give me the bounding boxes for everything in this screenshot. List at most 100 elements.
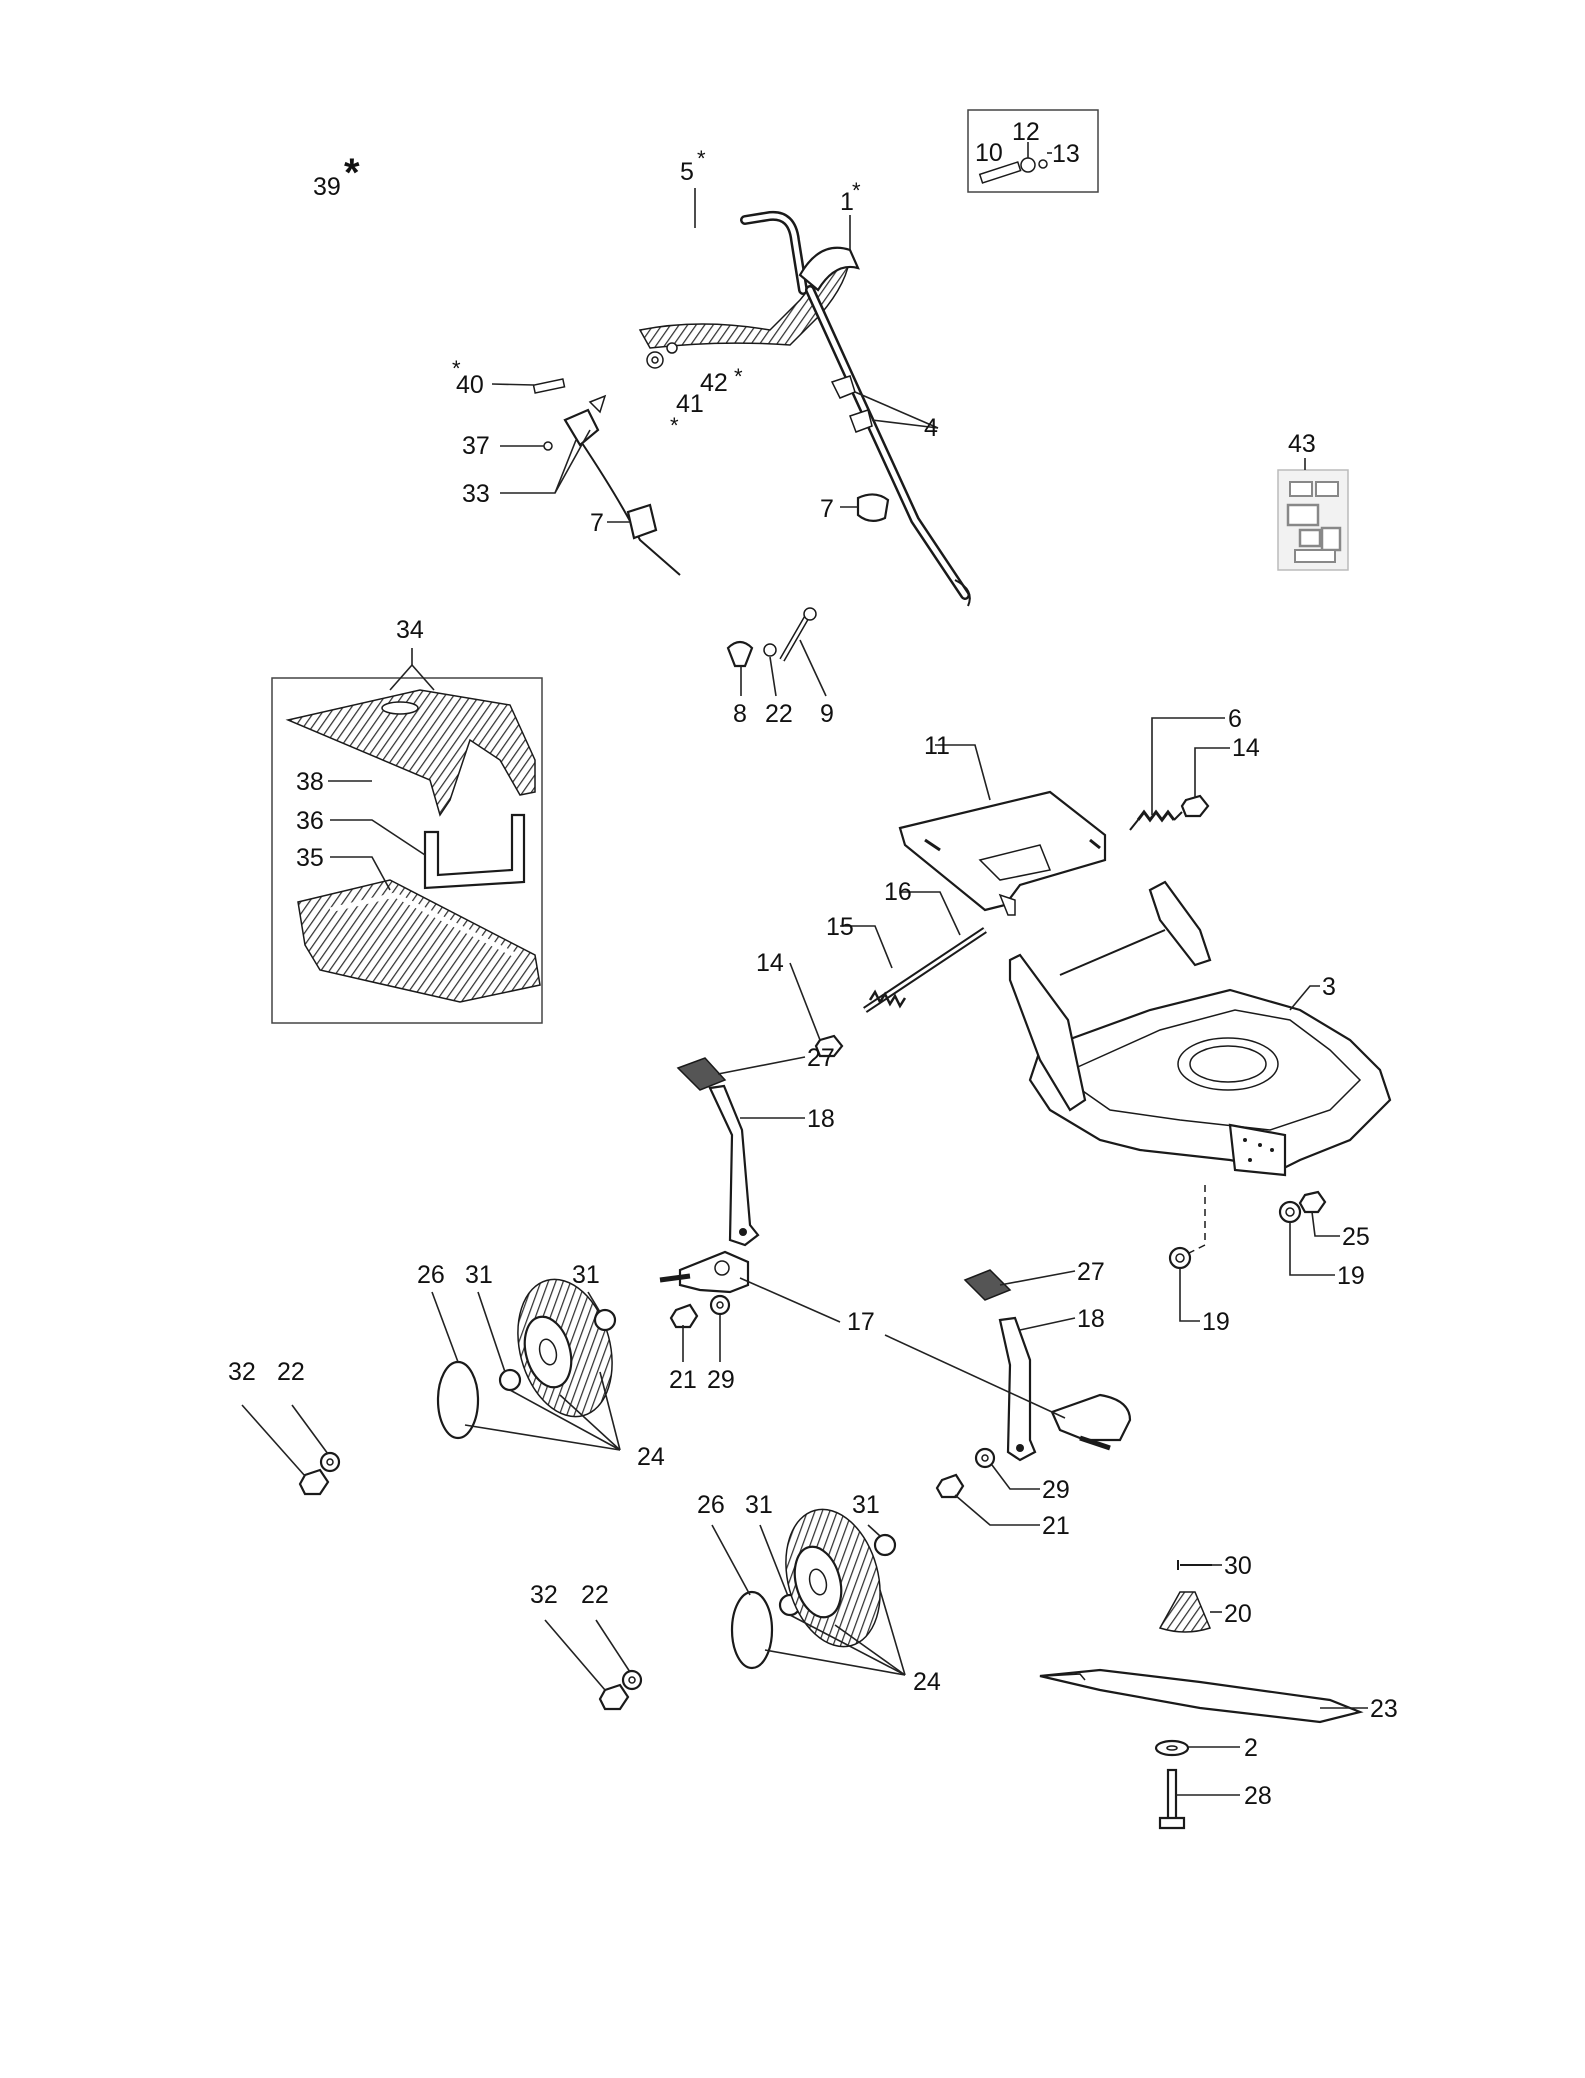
leader-lines xyxy=(241,188,1368,1796)
label-part-11: 11 xyxy=(924,732,950,760)
washer-part-12 xyxy=(1020,157,1036,173)
label-part-29-right: 29 xyxy=(1042,1476,1070,1504)
axle-bracket-part-17-left xyxy=(678,1250,750,1294)
bag-top-cover-part-38 xyxy=(285,689,536,817)
inset-box-pin-set xyxy=(967,109,1099,193)
label-part-18-right: 18 xyxy=(1077,1305,1105,1333)
lever-part-18-right xyxy=(998,1316,1037,1462)
label-part-22-left: 22 xyxy=(277,1358,305,1386)
label-part-31-left-b: 31 xyxy=(572,1261,600,1289)
label-part-4: 4 xyxy=(924,414,938,442)
label-part-13: 13 xyxy=(1052,140,1080,168)
label-part-41: 41 xyxy=(676,390,704,418)
handle-assembly xyxy=(532,210,971,668)
label-part-21-right: 21 xyxy=(1042,1512,1070,1540)
label-part-10: 10 xyxy=(975,139,1003,167)
cap-part-27-right xyxy=(963,1269,1012,1301)
wheel-assembly-left xyxy=(436,1278,617,1440)
label-part-18-left: 18 xyxy=(807,1105,835,1133)
wheel-assembly-right xyxy=(730,1508,897,1670)
label-part-32-left: 32 xyxy=(228,1358,256,1386)
label-part-28: 28 xyxy=(1244,1782,1272,1810)
bolt-part-28 xyxy=(1166,1768,1178,1822)
label-part-12: 12 xyxy=(1012,118,1040,146)
nut-part-14-right xyxy=(1180,794,1210,818)
label-part-17: 17 xyxy=(847,1308,875,1336)
label-part-14-right: 14 xyxy=(1232,734,1260,762)
rear-flap-part-11 xyxy=(898,790,1107,916)
label-part-43: 43 xyxy=(1288,430,1316,458)
blade-stack xyxy=(1039,1560,1364,1830)
bolt-part-21-right xyxy=(935,1473,965,1499)
label-part-21-left: 21 xyxy=(669,1366,697,1394)
throttle-lever-part-33 xyxy=(563,408,600,447)
nut-part-14-left xyxy=(814,1034,844,1058)
label-part-1: 1 xyxy=(840,188,854,216)
nut-part-32-left xyxy=(298,1468,330,1496)
decal-sheet-part-43 xyxy=(1277,469,1349,571)
label-part-31-right-a: 31 xyxy=(745,1491,773,1519)
label-part-26-left: 26 xyxy=(417,1261,445,1289)
label-part-33: 33 xyxy=(462,480,490,508)
mower-deck-part-3 xyxy=(1008,880,1392,1256)
label-part-37: 37 xyxy=(462,432,490,460)
label-part-29-left: 29 xyxy=(707,1366,735,1394)
height-adjuster-left xyxy=(659,1057,760,1294)
label-part-9: 9 xyxy=(820,700,834,728)
bushing-part-31-left-inner xyxy=(498,1368,522,1392)
asterisk-marker: * xyxy=(344,151,360,195)
label-part-25: 25 xyxy=(1342,1223,1370,1251)
nut-part-25 xyxy=(1298,1190,1327,1214)
wing-nut-part-8 xyxy=(726,640,754,668)
bag-frame-part-36 xyxy=(423,813,526,890)
label-part-19-right: 19 xyxy=(1337,1262,1365,1290)
label-part-7-right: 7 xyxy=(820,495,834,523)
label-part-6: 6 xyxy=(1228,705,1242,733)
rod-and-spring xyxy=(863,927,987,1013)
label-part-32-right: 32 xyxy=(530,1581,558,1609)
label-part-5: 5 xyxy=(680,158,694,186)
knob-part-7-left xyxy=(626,503,658,540)
cap-part-27-left xyxy=(676,1057,727,1091)
nut-part-32-right xyxy=(598,1683,630,1711)
bushing-part-31-left-outer xyxy=(593,1308,617,1332)
asterisk-marker: * xyxy=(452,356,461,381)
label-part-16: 16 xyxy=(884,878,912,906)
label-part-23: 23 xyxy=(1370,1695,1398,1723)
knob-part-7-right xyxy=(856,493,890,522)
label-part-19-left: 19 xyxy=(1202,1308,1230,1336)
axle-bracket-part-17-right xyxy=(1050,1393,1132,1442)
label-part-26-right: 26 xyxy=(697,1491,725,1519)
bag-bottom-tray-part-35 xyxy=(297,879,541,1003)
label-part-24-right: 24 xyxy=(913,1668,941,1696)
part-labels: 39 * 5 * 10 12 13 1 * * 40 41 * 42 * 4 4… xyxy=(228,118,1398,1810)
hubcap-part-26-right xyxy=(730,1590,774,1670)
pin-part-10 xyxy=(978,161,1022,184)
label-part-20: 20 xyxy=(1224,1600,1252,1628)
grass-bag-box xyxy=(271,677,543,1024)
label-part-2: 2 xyxy=(1244,1734,1258,1762)
label-part-42: 42 xyxy=(700,369,728,397)
label-part-40: 40 xyxy=(456,371,484,399)
height-adjuster-right xyxy=(963,1269,1132,1462)
label-part-7-left: 7 xyxy=(590,509,604,537)
blade-part-23 xyxy=(1039,1668,1364,1724)
label-part-15: 15 xyxy=(826,913,854,941)
asterisk-marker: * xyxy=(697,146,706,171)
control-lever-part-1 xyxy=(798,246,860,292)
label-part-35: 35 xyxy=(296,844,324,872)
asterisk-marker: * xyxy=(852,178,861,203)
label-part-34: 34 xyxy=(396,616,424,644)
blade-adapter-part-20 xyxy=(1158,1591,1212,1633)
label-part-38: 38 xyxy=(296,768,324,796)
label-part-27-right: 27 xyxy=(1077,1258,1105,1286)
label-part-22-handle: 22 xyxy=(765,700,793,728)
lever-part-18-left xyxy=(708,1084,760,1247)
label-part-39: 39 xyxy=(313,173,341,201)
asterisk-marker: * xyxy=(734,364,743,389)
label-part-30: 30 xyxy=(1224,1552,1252,1580)
label-part-24-left: 24 xyxy=(637,1443,665,1471)
label-part-22-right: 22 xyxy=(581,1581,609,1609)
label-part-31-right-b: 31 xyxy=(852,1491,880,1519)
